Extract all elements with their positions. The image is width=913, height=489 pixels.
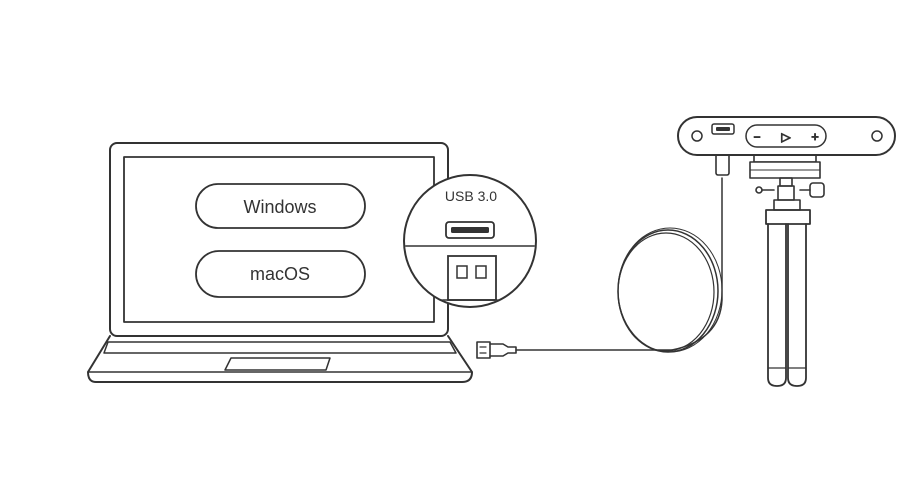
usb-port-callout: USB 3.0 <box>403 174 537 308</box>
laptop-keyboard <box>103 341 457 354</box>
tripod-legs <box>765 209 811 387</box>
scanner-device: − ▷ + <box>677 116 896 387</box>
usb-cable <box>476 139 730 359</box>
scanner-play-button: ▷ <box>781 130 791 144</box>
os-option-windows: Windows <box>195 183 366 229</box>
scanner-body <box>677 116 896 156</box>
laptop-trackpad <box>224 357 331 371</box>
tripod-head <box>749 154 825 211</box>
scanner-minus-button: − <box>753 130 760 144</box>
os-option-macos-label: macOS <box>250 264 310 284</box>
scanner-lens-right-icon <box>871 130 883 142</box>
scanner-port-icon <box>711 123 735 135</box>
os-option-windows-label: Windows <box>243 197 316 217</box>
laptop-lid <box>109 142 449 337</box>
usb-a-plug-icon <box>476 341 517 359</box>
usb-port-icon <box>445 221 495 239</box>
scanner-controls <box>745 124 827 148</box>
os-option-macos: macOS <box>195 250 366 298</box>
laptop <box>87 142 473 383</box>
usb-port-label: USB 3.0 <box>445 188 497 204</box>
laptop-base <box>87 335 473 383</box>
scanner-lens-left-icon <box>691 130 703 142</box>
scanner-plus-button: + <box>811 129 819 144</box>
